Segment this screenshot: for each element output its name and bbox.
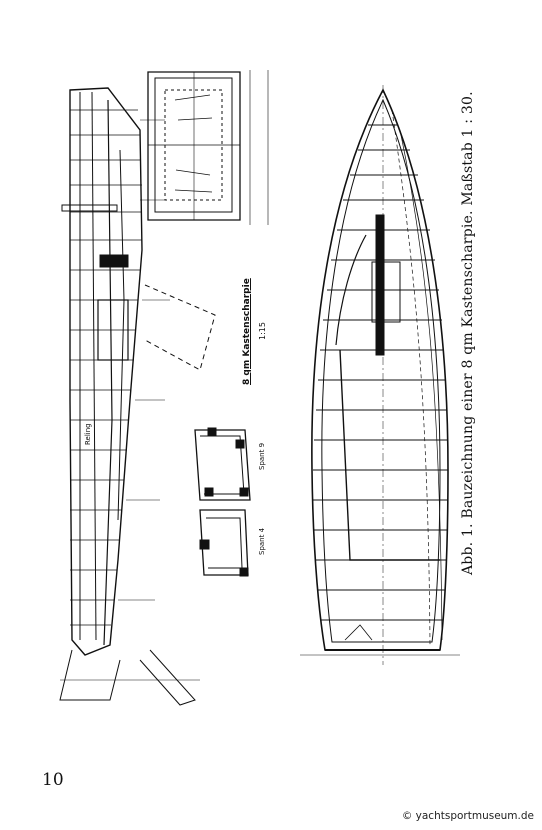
drawing-scale: 1:15 (258, 322, 267, 340)
cross-section-spant-4 (199, 509, 249, 577)
watermark-text: © yachtsportmuseum.de (401, 810, 534, 822)
label-reling: Reling (84, 423, 92, 445)
side-view-hull (59, 87, 216, 706)
drawing-title: 8 qm Kastenscharpie (242, 278, 252, 385)
section-detail-top (147, 70, 269, 225)
figure-caption: Abb. 1. Bauzeichnung einer 8 qm Kastensc… (460, 91, 476, 575)
label-spant-4: Spant 4 (258, 527, 266, 555)
cross-section-spant-9 (194, 427, 251, 501)
plan-view-hull (300, 85, 460, 665)
page-number: 10 (42, 770, 64, 790)
label-spant-9: Spant 9 (258, 442, 266, 470)
